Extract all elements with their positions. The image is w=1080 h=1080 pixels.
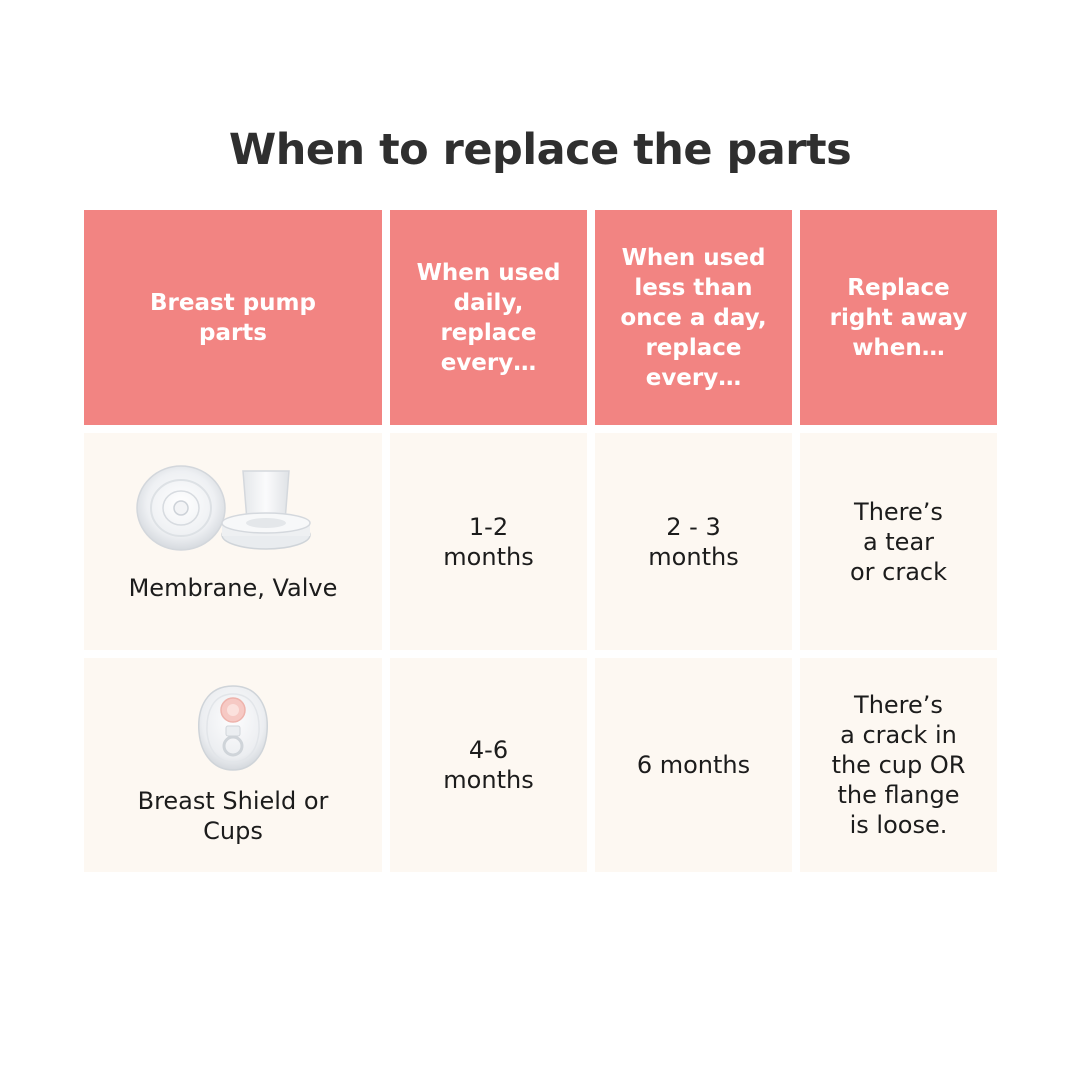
daily-interval: 4-6 months	[443, 736, 534, 794]
replace-condition: There’s a tear or crack	[849, 497, 948, 586]
part-name: Membrane, Valve	[128, 574, 338, 602]
less-than-daily-interval: 2 - 3 months	[648, 512, 739, 571]
membrane-valve-icon	[136, 465, 311, 551]
table-row-1-less-than-daily: 2 - 3 months	[595, 433, 792, 650]
replace-condition: There’s a crack in the cup OR the flange…	[831, 691, 966, 839]
table-row-2-replace-when: There’s a crack in the cup OR the flange…	[800, 658, 997, 872]
header-cell-daily: When used daily, replace every…	[390, 210, 587, 425]
table-row-2-less-than-daily: 6 months	[595, 658, 792, 872]
header-label-daily: When used daily, replace every…	[416, 259, 561, 376]
table-row-2-daily: 4-6 months	[390, 658, 587, 872]
header-cell-less-than-daily: When used less than once a day, replace …	[595, 210, 792, 425]
membrane-valve-image	[133, 463, 333, 553]
table-row-2-part: Breast Shield or Cups	[84, 658, 382, 872]
header-label-parts: Breast pump parts	[150, 289, 316, 346]
less-than-daily-interval: 6 months	[636, 751, 751, 779]
page-title: When to replace the parts	[228, 125, 852, 175]
header-label-replace-when: Replace right away when…	[829, 274, 968, 361]
replacement-table: Breast pump parts When used daily, repla…	[84, 210, 997, 872]
header-cell-parts: Breast pump parts	[84, 210, 382, 425]
header-cell-replace-when: Replace right away when…	[800, 210, 997, 425]
daily-interval: 1-2 months	[443, 512, 534, 571]
table-row-1-daily: 1-2 months	[390, 433, 587, 650]
breast-shield-image	[193, 682, 273, 774]
part-name: Breast Shield or Cups	[137, 787, 329, 845]
breast-shield-icon	[198, 685, 268, 771]
table-row-1-part: Membrane, Valve	[84, 433, 382, 650]
header-label-less-than-daily: When used less than once a day, replace …	[620, 244, 767, 391]
table-row-1-replace-when: There’s a tear or crack	[800, 433, 997, 650]
